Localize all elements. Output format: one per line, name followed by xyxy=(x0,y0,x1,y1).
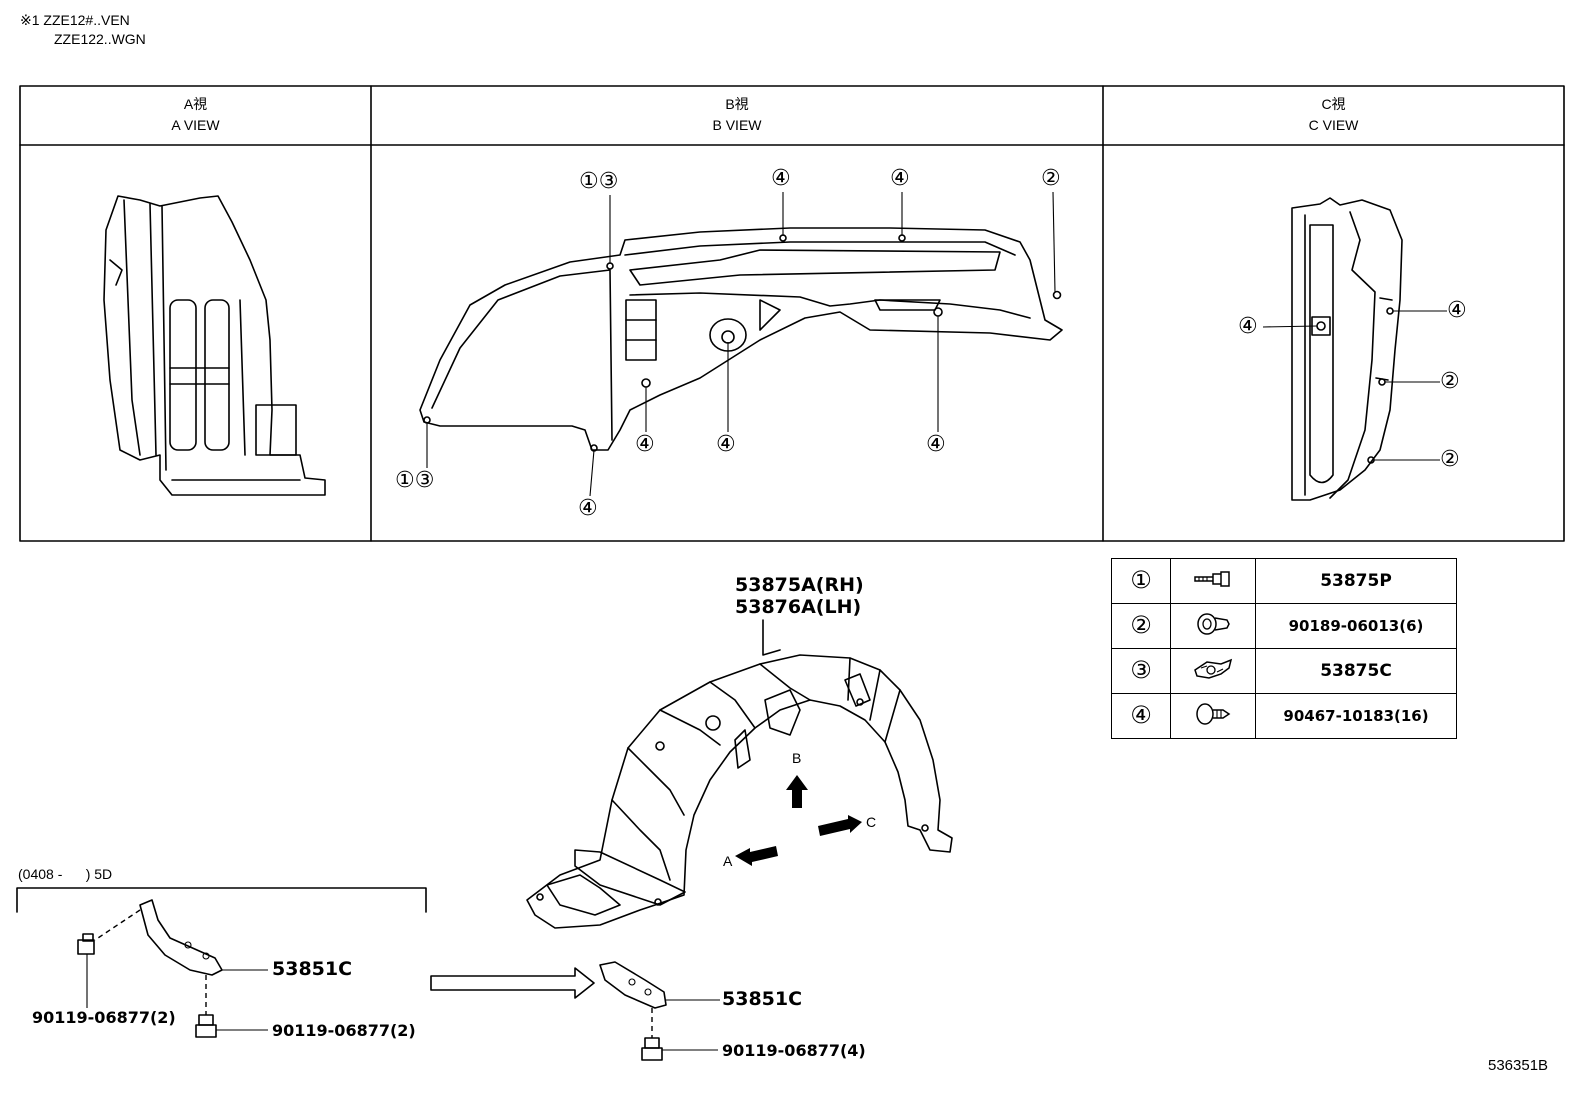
legend-icon-cell xyxy=(1170,603,1256,649)
legend-ref-cell: ③ xyxy=(1111,648,1171,694)
panel-title-jp: B視 xyxy=(725,96,749,112)
c-view-leaders xyxy=(1262,310,1447,461)
fender-liner-drawing xyxy=(526,619,953,929)
legend-icon-cell xyxy=(1170,648,1256,694)
callout-c-1: ④ xyxy=(1238,313,1258,339)
view-frame xyxy=(19,85,1565,542)
panel-title-en: A VIEW xyxy=(171,117,220,133)
callout-text: ② xyxy=(1041,165,1061,191)
part-number-lh: 53876A(LH) xyxy=(735,596,862,618)
callout-text: ④ xyxy=(890,165,910,191)
view-arrow-c-label: C xyxy=(866,814,877,830)
callout-b-9: ④ xyxy=(926,431,946,457)
part-number-rh: 53875A(RH) xyxy=(735,574,864,596)
view-arrow-a xyxy=(735,846,778,866)
callout-text: ② xyxy=(1440,446,1460,472)
callout-text: ①③ xyxy=(579,168,619,194)
legend-code: 90467-10183(16) xyxy=(1255,693,1457,739)
clip-icon xyxy=(1197,612,1230,635)
legend-row: ③ 53875C xyxy=(1111,648,1457,694)
legend-ref: ④ xyxy=(1130,701,1152,729)
variant-inset xyxy=(16,887,427,1038)
callout-b-3: ④ xyxy=(890,165,910,191)
legend-ref: ① xyxy=(1130,566,1152,594)
screw-icon xyxy=(1194,570,1230,587)
panel-title-jp: A視 xyxy=(183,96,208,112)
panel-header-a: A視 A VIEW xyxy=(20,94,371,136)
callout-b-6: ④ xyxy=(578,495,598,521)
callout-b-1: ①③ xyxy=(579,168,619,194)
result-bracket-label: 53851C xyxy=(722,988,803,1010)
legend-row: ① 53875P xyxy=(1111,558,1457,604)
model-note-line2: ZZE122..WGN xyxy=(54,31,146,47)
callout-b-8: ④ xyxy=(716,431,736,457)
view-arrow-c xyxy=(818,815,862,836)
callout-b-2: ④ xyxy=(771,165,791,191)
result-bracket xyxy=(599,961,720,1061)
callout-b-4: ② xyxy=(1041,165,1061,191)
nut-clip-icon xyxy=(1194,658,1233,679)
legend-row: ④ 90467-10183(16) xyxy=(1111,693,1457,739)
legend-ref-cell: ① xyxy=(1111,558,1171,604)
callout-c-4: ② xyxy=(1440,446,1460,472)
callout-text: ④ xyxy=(716,431,736,457)
variant-bracket-label: 53851C xyxy=(272,958,353,980)
diagram-id: 536351B xyxy=(1488,1057,1549,1074)
callout-text: ④ xyxy=(1447,297,1467,323)
callout-b-7: ④ xyxy=(635,431,655,457)
c-view-drawing xyxy=(1291,197,1403,501)
variant-bolt-left-label: 90119-06877(2) xyxy=(32,1008,176,1027)
panel-title-en: B VIEW xyxy=(712,117,762,133)
legend-icon-cell xyxy=(1170,693,1256,739)
panel-title-jp: C視 xyxy=(1321,96,1346,112)
a-view-drawing xyxy=(103,195,326,496)
view-arrow-b xyxy=(786,775,808,808)
legend-icon-cell xyxy=(1170,558,1256,604)
panel-header-c: C視 C VIEW xyxy=(1103,94,1564,136)
legend-ref-cell: ② xyxy=(1111,603,1171,649)
legend-code: 53875P xyxy=(1255,558,1457,604)
panel-header-b: B視 B VIEW xyxy=(371,94,1103,136)
callout-text: ④ xyxy=(1238,313,1258,339)
b-view-drawing xyxy=(419,227,1063,452)
callout-text: ④ xyxy=(926,431,946,457)
model-note-line1: ※1 ZZE12#..VEN xyxy=(20,12,130,28)
callout-b-5: ①③ xyxy=(395,467,435,493)
result-bolt-label: 90119-06877(4) xyxy=(722,1041,866,1060)
callout-c-2: ④ xyxy=(1447,297,1467,323)
callout-text: ④ xyxy=(635,431,655,457)
callout-text: ② xyxy=(1440,368,1460,394)
fastener-legend-table: ① 53875P ② 90189-06013(6) ③ xyxy=(1111,558,1457,739)
transition-arrow xyxy=(430,967,595,999)
legend-ref: ② xyxy=(1130,611,1152,639)
legend-ref: ③ xyxy=(1130,656,1152,684)
view-arrow-b-label: B xyxy=(792,750,802,766)
legend-ref-cell: ④ xyxy=(1111,693,1171,739)
b-view-leaders xyxy=(426,191,1056,497)
push-clip-icon xyxy=(1196,702,1231,725)
legend-code: 90189-06013(6) xyxy=(1255,603,1457,649)
legend-code: 53875C xyxy=(1255,648,1457,694)
legend-row: ② 90189-06013(6) xyxy=(1111,603,1457,649)
callout-text: ④ xyxy=(578,495,598,521)
view-arrow-a-label: A xyxy=(723,853,733,869)
variant-range-label: (0408 - ) 5D xyxy=(18,866,113,882)
callout-text: ①③ xyxy=(395,467,435,493)
variant-bolt-right-label: 90119-06877(2) xyxy=(272,1021,416,1040)
callout-c-3: ② xyxy=(1440,368,1460,394)
panel-title-en: C VIEW xyxy=(1308,117,1359,133)
callout-text: ④ xyxy=(771,165,791,191)
